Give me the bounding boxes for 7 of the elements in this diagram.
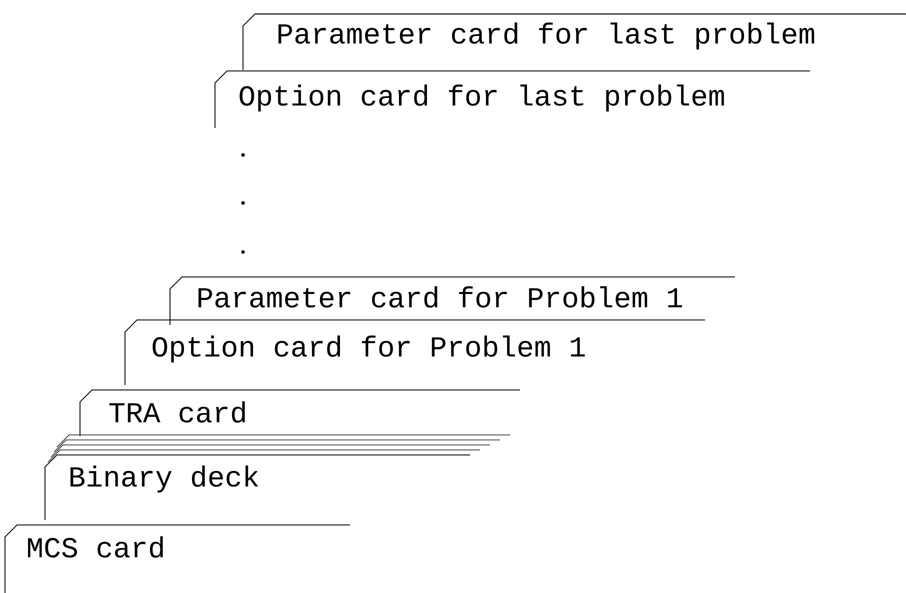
card: Option card for Problem 1 bbox=[124, 320, 706, 386]
card: Option card for last problem bbox=[214, 70, 810, 128]
card: Binary deck bbox=[44, 434, 510, 520]
card: MCS card bbox=[4, 524, 350, 593]
card: TRA card bbox=[80, 390, 520, 436]
card: Parameter card for Problem 1 bbox=[170, 276, 736, 326]
card: Parameter card for last problem bbox=[242, 14, 906, 70]
